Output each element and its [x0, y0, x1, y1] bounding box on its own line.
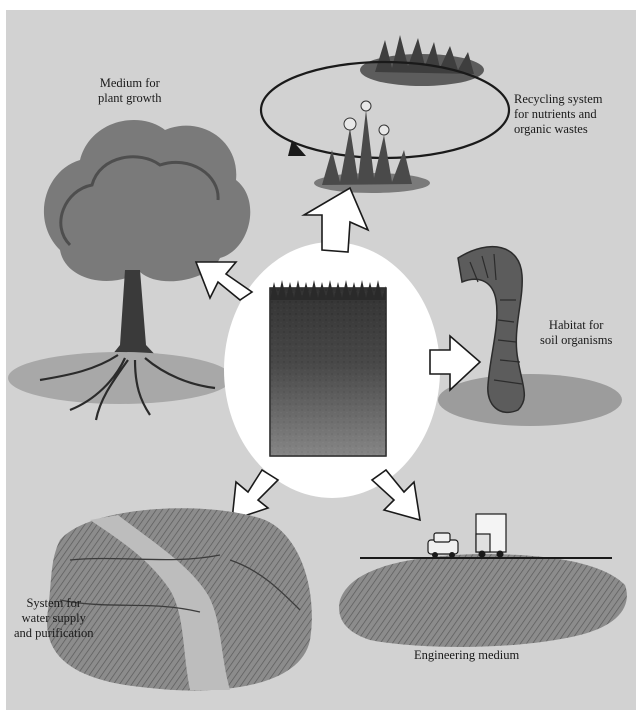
label-plant-growth-line-2: plant growth: [98, 91, 162, 106]
label-engineering-line-1: Engineering medium: [414, 648, 519, 663]
label-habitat-line-1: Habitat for: [540, 318, 612, 333]
label-recycling-line-1: Recycling system: [514, 92, 603, 107]
label-habitat-line-2: soil organisms: [540, 333, 612, 348]
label-water-system-line-2: water supply: [14, 611, 94, 626]
label-recycling-line-2: for nutrients and: [514, 107, 603, 122]
truck-icon: [476, 514, 506, 558]
soil-profile: [270, 280, 386, 456]
label-recycling-line-3: organic wastes: [514, 122, 603, 137]
label-water-system-line-3: and purification: [14, 626, 94, 641]
label-water-system-line-1: System for: [14, 596, 94, 611]
label-habitat: Habitat for soil organisms: [540, 318, 612, 348]
label-plant-growth-line-1: Medium for: [98, 76, 162, 91]
label-engineering: Engineering medium: [414, 648, 519, 663]
label-plant-growth: Medium for plant growth: [98, 76, 162, 106]
label-recycling: Recycling system for nutrients and organ…: [514, 92, 603, 137]
label-water-system: System for water supply and purification: [14, 596, 94, 641]
